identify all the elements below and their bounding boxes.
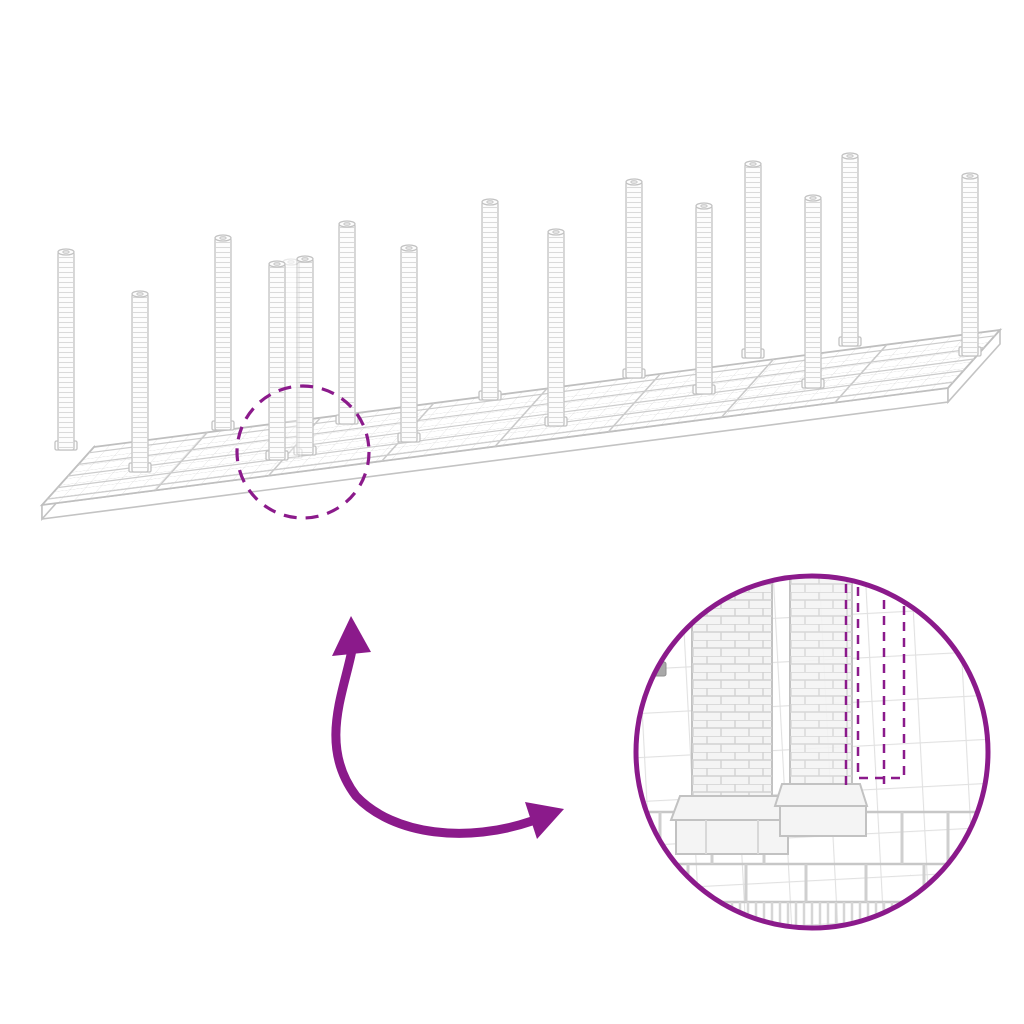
detail-peg-middle (773, 576, 869, 837)
zoom-bottom-rib-band (636, 902, 988, 928)
peg-10 (211, 234, 235, 431)
zoom-arrow-curve (331, 645, 537, 838)
peg-16 (128, 290, 152, 473)
highlight-dashed-circle (235, 384, 371, 520)
peg-12 (54, 248, 78, 451)
peg-7 (478, 198, 502, 401)
peg-4 (622, 178, 646, 379)
zoom-arrow (331, 616, 564, 839)
zoom-arrow-head-top (332, 616, 371, 656)
zoom-detail-view (633, 573, 991, 931)
zoom-circle-border (633, 573, 991, 931)
rack-rail-line (78, 346, 985, 465)
storage-rack (39, 152, 1003, 522)
peg-11 (397, 244, 421, 443)
zoom-detail-content (636, 576, 988, 928)
rack-rail-line (57, 370, 964, 489)
peg-6 (692, 202, 716, 395)
peg-15 (265, 260, 289, 461)
pegs (54, 152, 982, 473)
ghost-peg (279, 258, 303, 459)
peg-3 (741, 160, 765, 359)
peg-9 (544, 228, 568, 427)
peg-1 (838, 152, 862, 347)
rack-rail-line (67, 358, 975, 477)
rack-rail-line (47, 381, 954, 500)
peg-5 (801, 194, 825, 389)
peg-2 (958, 172, 982, 357)
peg-8 (335, 220, 359, 425)
zoom-arrow-head-bottom (525, 802, 564, 839)
